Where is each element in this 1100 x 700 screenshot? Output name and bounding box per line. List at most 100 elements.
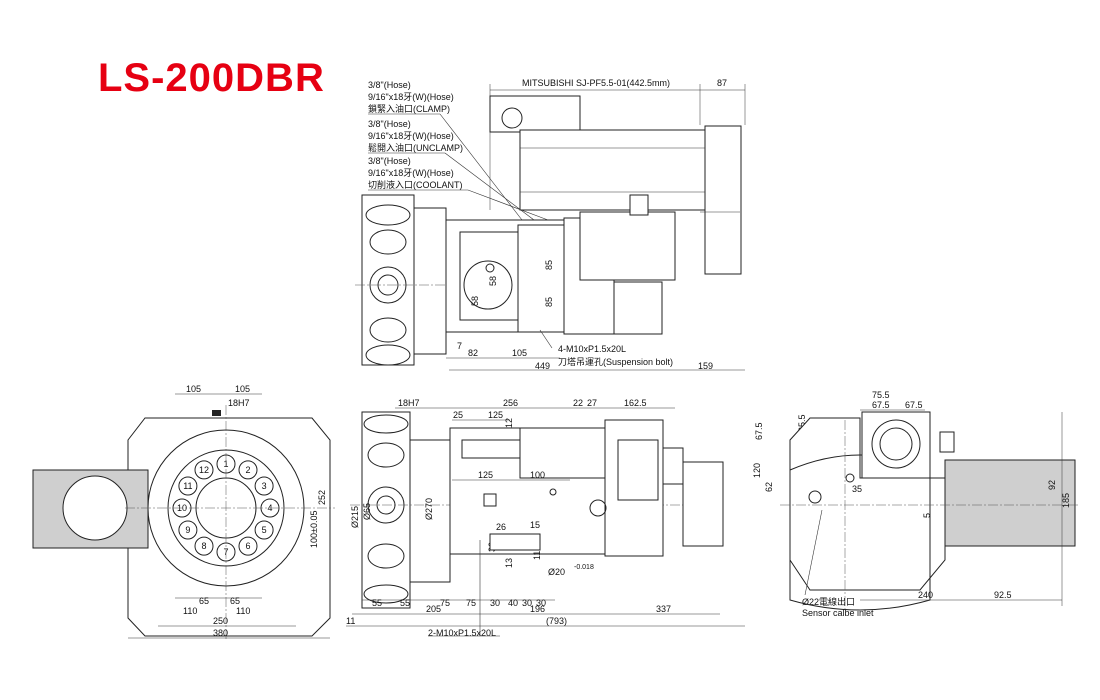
top-dim-58a: 58: [470, 296, 480, 306]
side-dim-20: Ø20: [548, 567, 565, 577]
rear-dim-755: 75.5: [872, 390, 890, 400]
side-dim-115: 11.5: [532, 543, 542, 560]
top-view: 3/8"(Hose) 9/16"x18牙(W)(Hose) 鎖緊入油口(CLAM…: [355, 78, 746, 371]
top-dim-105: 105: [512, 348, 527, 358]
side-dim-55b: 55: [400, 598, 410, 608]
side-dim-793: (793): [546, 616, 567, 626]
top-dim-159: 159: [698, 361, 713, 371]
front-dim-100: 100±0.05: [309, 511, 319, 548]
front-dim-18h7: 18H7: [228, 398, 250, 408]
side-view: 18H7 256 22 27 162.5 25 125 12 Ø215 Ø65 …: [346, 398, 745, 638]
rear-dim-925: 92.5: [994, 590, 1012, 600]
tool-station-label: 12: [199, 465, 209, 475]
rear-dim-675v: 67.5: [754, 422, 764, 440]
tool-station-label: 9: [185, 525, 190, 535]
top-dim-7: 7: [457, 341, 462, 351]
motor-label: MITSUBISHI SJ-PF5.5-01(442.5mm): [522, 78, 670, 88]
tool-station-label: 3: [262, 481, 267, 491]
rear-view: 75.5 67.5 67.5 67.5 35.5 120 62 35 5 92 …: [752, 390, 1080, 618]
side-dim-30b: 30: [522, 598, 532, 608]
front-dim-65b: 65: [230, 596, 240, 606]
side-dim-20-tol: -0.018: [574, 564, 594, 571]
top-dim-85b: 85: [544, 297, 554, 307]
rear-dim-675b: 67.5: [905, 400, 923, 410]
side-dim-18h7: 18H7: [398, 398, 420, 408]
top-dim-85a: 85: [544, 260, 554, 270]
tool-station-8: [194, 536, 214, 556]
side-dim-27: 27: [587, 398, 597, 408]
tool-station-label: 11: [183, 481, 192, 491]
sensor-cable-cn: Ø22電線出口: [802, 596, 855, 607]
motor-offset: 87: [717, 78, 727, 88]
tool-station-3: [254, 476, 274, 496]
tool-station-label: 5: [262, 525, 267, 535]
front-dim-105a: 105: [186, 384, 201, 394]
rear-dim-35: 35: [852, 484, 862, 494]
side-dim-11: 11: [346, 616, 355, 626]
tool-station-label: 1: [223, 459, 228, 469]
tool-station-label: 2: [245, 465, 250, 475]
port-unclamp-name: 鬆開入油口(UNCLAMP): [368, 142, 463, 153]
front-dim-110a: 110: [183, 606, 197, 616]
rear-dim-92: 92: [1047, 480, 1057, 490]
port-coolant-name: 切削液入口(COOLANT): [368, 179, 463, 190]
tool-station-2: [238, 460, 258, 480]
side-dim-75a: 75: [440, 598, 450, 608]
side-dim-26: 26: [496, 522, 506, 532]
top-dim-449: 449: [535, 361, 550, 371]
side-dim-205: 205: [426, 604, 441, 614]
port-coolant-size: 3/8"(Hose): [368, 156, 411, 166]
rear-dim-120: 120: [752, 463, 762, 478]
side-dim-25: 25: [453, 410, 463, 420]
front-dim-105b: 105: [235, 384, 250, 394]
sensor-cable-en: Sensor calbe inlet: [802, 608, 874, 618]
front-dim-250: 250: [213, 616, 228, 626]
side-dim-256: 256: [503, 398, 518, 408]
tool-station-11: [178, 476, 198, 496]
tool-station-label: 6: [245, 541, 250, 551]
rear-dim-675a: 67.5: [872, 400, 890, 410]
side-dia-65: Ø65: [362, 503, 372, 520]
side-bolt-spec: 2-M10xP1.5x20L: [428, 628, 496, 638]
side-dia-215: Ø215: [350, 506, 360, 528]
port-clamp-size: 3/8"(Hose): [368, 80, 411, 90]
port-unclamp-thread: 9/16"x18牙(W)(Hose): [368, 131, 454, 141]
side-dim-337: 337: [656, 604, 671, 614]
side-dim-15: 15: [530, 520, 540, 530]
top-dim-58b: 58: [488, 276, 498, 286]
side-dim-125a: 125: [488, 410, 503, 420]
side-dim-30c: 30: [536, 598, 546, 608]
top-dim-82: 82: [468, 348, 478, 358]
suspension-bolt-spec: 4-M10xP1.5x20L: [558, 344, 626, 354]
rear-dim-240: 240: [918, 590, 933, 600]
port-coolant-thread: 9/16"x18牙(W)(Hose): [368, 168, 454, 178]
port-clamp-name: 鎖緊入油口(CLAMP): [368, 103, 450, 114]
side-dim-125b: 125: [478, 470, 493, 480]
tool-station-9: [178, 520, 198, 540]
side-dim-55a: 55: [372, 598, 382, 608]
side-dim-196: 196: [530, 604, 545, 614]
front-dim-252: 252: [317, 490, 327, 505]
tool-station-label: 8: [201, 541, 206, 551]
rear-dim-5: 5: [922, 513, 932, 518]
front-dim-110b: 110: [236, 606, 250, 616]
side-dim-75b: 75: [466, 598, 476, 608]
rear-dim-185: 185: [1061, 493, 1071, 508]
side-dim-30a: 30: [490, 598, 500, 608]
side-dia-270: Ø270: [424, 498, 434, 520]
side-dim-100: 100: [530, 470, 545, 480]
side-dim-40: 40: [508, 598, 518, 608]
rear-dim-62: 62: [764, 482, 774, 492]
side-dim-1625: 162.5: [624, 398, 647, 408]
side-dim-12: 12: [504, 418, 514, 428]
port-unclamp-size: 3/8"(Hose): [368, 119, 411, 129]
page-title: LS-200DBR: [98, 56, 325, 100]
suspension-bolt-desc: 刀塔吊運孔(Suspension bolt): [558, 356, 673, 367]
port-clamp-thread: 9/16"x18牙(W)(Hose): [368, 92, 454, 102]
side-dim-22: 22: [573, 398, 583, 408]
front-dim-380: 380: [213, 628, 228, 638]
tool-station-12: [194, 460, 214, 480]
tool-station-5: [254, 520, 274, 540]
tool-station-6: [238, 536, 258, 556]
